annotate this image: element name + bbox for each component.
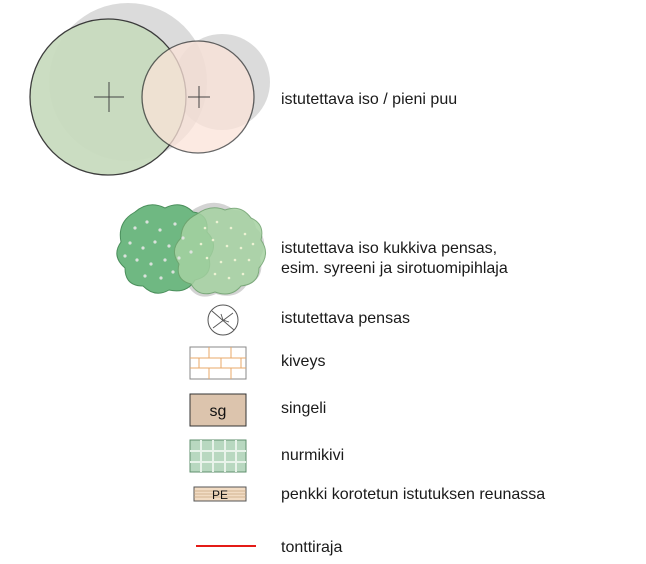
flowering-shrub-right-icon <box>174 207 266 295</box>
boundary-symbol <box>196 545 256 547</box>
label-flowering-shrub-line2: esim. syreeni ja sirotuomipihlaja <box>281 260 508 277</box>
label-paving: kiveys <box>281 353 326 370</box>
label-tree: istutettava iso / pieni puu <box>281 91 458 108</box>
bench-symbol: PE <box>193 486 247 502</box>
bench-symbol-text: PE <box>212 488 228 502</box>
label-gravel: singeli <box>281 400 327 417</box>
tree-symbol <box>29 3 270 176</box>
label-grass-paver: nurmikivi <box>281 447 345 464</box>
label-bench: penkki korotetun istutuksen reunassa <box>281 486 546 503</box>
label-shrub: istutettava pensas <box>281 310 410 327</box>
gravel-symbol: sg <box>189 393 247 427</box>
label-flowering-shrub-line1: istutettava iso kukkiva pensas, <box>281 240 498 257</box>
gravel-symbol-text: sg <box>210 403 227 420</box>
label-boundary: tonttiraja <box>281 539 343 556</box>
flowering-shrub-symbol <box>116 202 266 297</box>
grass-paver-symbol <box>189 439 247 473</box>
shrub-symbol <box>207 304 239 336</box>
paving-symbol <box>189 346 247 380</box>
